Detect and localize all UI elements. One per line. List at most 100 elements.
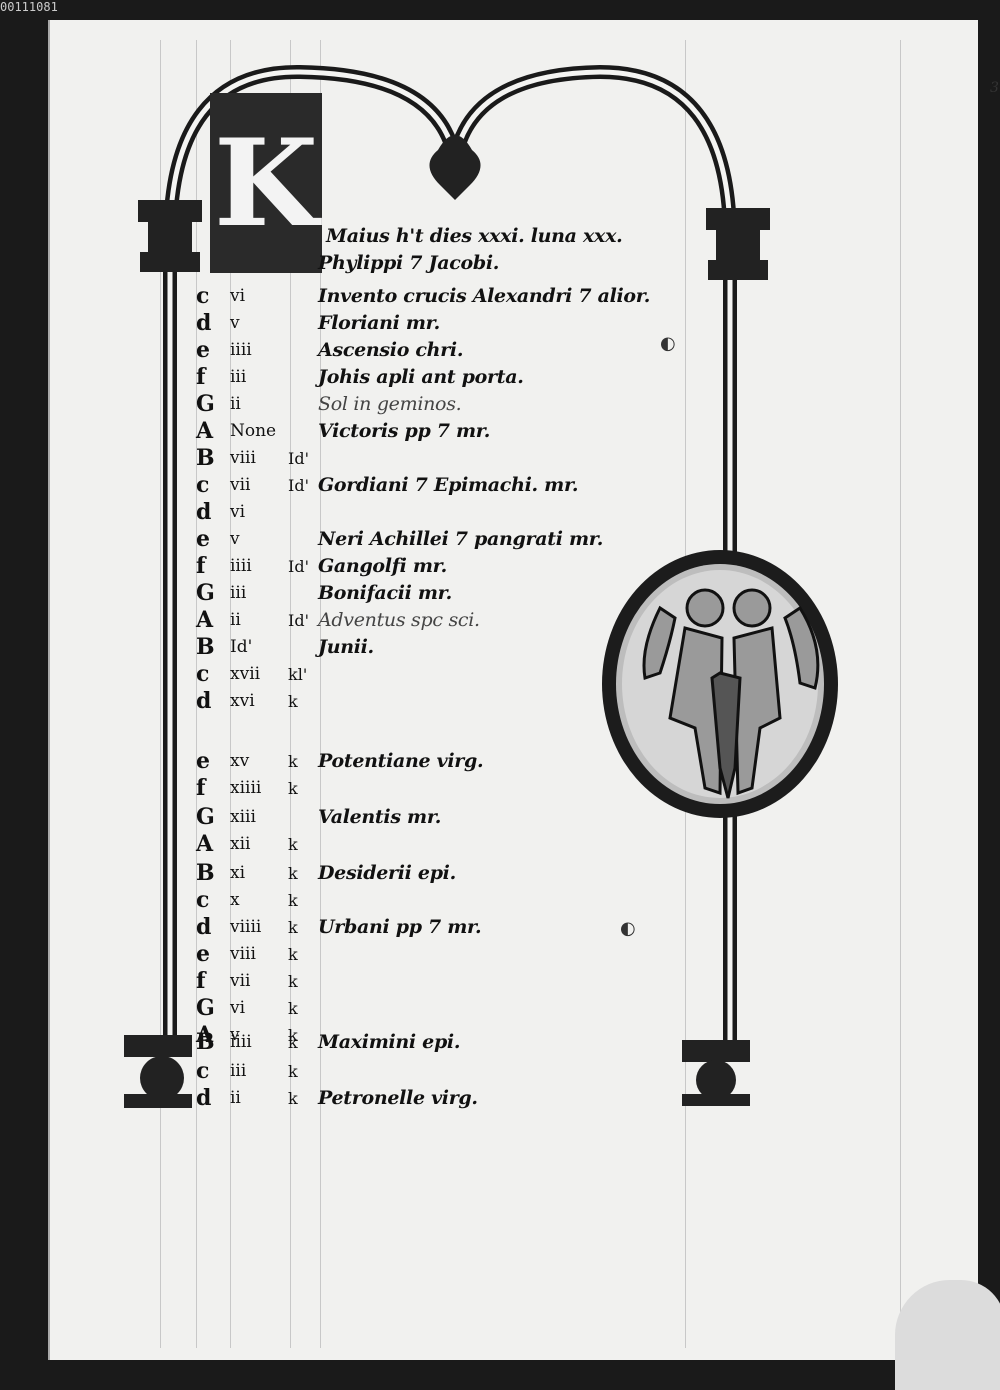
- kalendar-mark: Id': [288, 448, 309, 468]
- dominical-letter: d: [196, 1085, 212, 1111]
- golden-number: iiii: [230, 340, 252, 360]
- dominical-letter: G: [196, 995, 215, 1021]
- feast-text: Valentis mr.: [318, 806, 442, 828]
- dominical-letter: A: [196, 607, 214, 633]
- kalendar-mark: k: [288, 691, 298, 711]
- dominical-letter: c: [196, 661, 210, 687]
- feast-text: Potentiane virg.: [318, 750, 484, 772]
- golden-number: viii: [230, 448, 256, 468]
- kalendar-mark: k: [288, 1088, 298, 1108]
- golden-number: iii: [230, 583, 247, 603]
- dominical-letter: A: [196, 1022, 214, 1048]
- golden-number: None: [230, 421, 277, 441]
- dominical-letter: B: [196, 1029, 215, 1055]
- kalendar-mark: Id': [288, 610, 309, 630]
- feast-text: Invento crucis Alexandri 7 alior.: [318, 285, 651, 307]
- calendar-row: A None Victoris pp 7 mr.: [196, 418, 490, 444]
- dominical-letter: B: [196, 634, 215, 660]
- dominical-letter: d: [196, 310, 212, 336]
- kalendar-mark: kl': [288, 664, 308, 684]
- golden-number: iii: [230, 1061, 247, 1081]
- golden-number: xii: [230, 834, 251, 854]
- dominical-letter: e: [196, 748, 210, 774]
- feast-text: Johis apli ant porta.: [318, 366, 524, 388]
- gemini-roundel-icon: [602, 550, 838, 818]
- folio-number: 3: [990, 80, 999, 96]
- dominical-letter: G: [196, 580, 215, 606]
- dominical-letter: c: [196, 887, 210, 913]
- calendar-row: Phylippi 7 Jacobi.: [196, 250, 499, 276]
- golden-number: xiii: [230, 807, 256, 827]
- golden-number: vi: [230, 502, 246, 522]
- dominical-letter: d: [196, 688, 212, 714]
- golden-number: xvi: [230, 691, 255, 711]
- kalendar-mark: Id': [288, 475, 309, 495]
- golden-number: ii: [230, 1088, 241, 1108]
- dominical-letter: e: [196, 337, 210, 363]
- kalendar-mark: k: [288, 751, 298, 771]
- feast-text: Petronelle virg.: [318, 1087, 478, 1109]
- month-heading: Maius h't dies xxxi. luna xxx.: [326, 223, 623, 249]
- kalendar-mark: k: [288, 778, 298, 798]
- feast-text: Junii.: [318, 636, 374, 658]
- kalendar-mark: k: [288, 890, 298, 910]
- feast-text: Floriani mr.: [318, 312, 440, 334]
- kalendar-mark: k: [288, 971, 298, 991]
- feast-text: Urbani pp 7 mr.: [318, 916, 482, 938]
- golden-number: iiii: [230, 1032, 252, 1052]
- feast-text: Ascensio chri.: [318, 339, 464, 361]
- golden-number: iii: [230, 367, 247, 387]
- feast-text: Gangolfi mr.: [318, 555, 447, 577]
- golden-number: vii: [230, 971, 251, 991]
- feast-text: Victoris pp 7 mr.: [318, 420, 491, 442]
- shelfmark-label: 00111081: [0, 0, 58, 14]
- dominical-letter: G: [196, 391, 215, 417]
- dominical-letter: B: [196, 445, 215, 471]
- golden-number: viii: [230, 944, 256, 964]
- moon-mark-icon: ◐: [620, 918, 636, 939]
- golden-number: vii: [230, 475, 251, 495]
- kalendar-mark: k: [288, 917, 298, 937]
- dominical-letter: A: [196, 418, 214, 444]
- dominical-letter: f: [196, 775, 206, 801]
- kalendar-mark: k: [288, 863, 298, 883]
- kalendar-mark: k: [288, 1061, 298, 1081]
- feast-text: Gordiani 7 Epimachi. mr.: [318, 474, 579, 496]
- dominical-letter: A: [196, 831, 214, 857]
- golden-number: vi: [230, 286, 246, 306]
- golden-number: viiii: [230, 917, 262, 937]
- dominical-letter: e: [196, 941, 210, 967]
- dominical-letter: c: [196, 283, 210, 309]
- feast-text: Phylippi 7 Jacobi.: [318, 252, 500, 274]
- golden-number: v: [230, 1025, 240, 1045]
- golden-number: xv: [230, 751, 250, 771]
- feast-text: Neri Achillei 7 pangrati mr.: [318, 528, 604, 550]
- dominical-letter: c: [196, 472, 210, 498]
- month-heading-text: Maius h't dies xxxi. luna xxx.: [326, 225, 623, 247]
- golden-number: x: [230, 890, 240, 910]
- dominical-letter: G: [196, 804, 215, 830]
- kalendar-mark: k: [288, 834, 298, 854]
- moon-mark-icon: ◐: [660, 333, 676, 354]
- kalendar-mark: Id': [288, 556, 309, 576]
